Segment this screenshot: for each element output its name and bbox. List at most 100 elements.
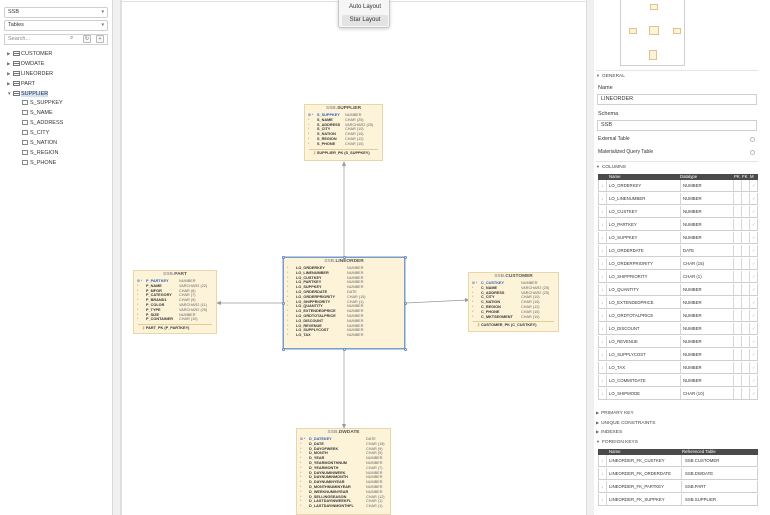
drag-handle-icon[interactable]: ↓: [601, 339, 604, 344]
column-name-cell[interactable]: LO_ORDERDATE: [609, 248, 644, 253]
left-splitter[interactable]: [113, 0, 121, 515]
column-name-cell[interactable]: LO_REVENUE: [609, 339, 638, 344]
tree-item-supplier[interactable]: ▼SUPPLIER: [7, 89, 49, 99]
column-name-cell[interactable]: LO_SHIPMODE: [609, 391, 641, 396]
drag-handle-icon[interactable]: ↓: [601, 391, 604, 396]
column-name-cell[interactable]: LO_ORDTOTALPRICE: [609, 313, 654, 318]
check-icon[interactable]: ✓: [752, 391, 756, 396]
drag-handle-icon[interactable]: ↓: [601, 352, 604, 357]
drag-handle-icon[interactable]: ↓: [601, 458, 604, 463]
chevron-down-icon[interactable]: ▼: [7, 91, 12, 96]
column-name-cell[interactable]: LO_SUPPKEY: [609, 235, 638, 240]
check-icon[interactable]: ✓: [752, 209, 756, 214]
tree-column-s_nation[interactable]: S_NATION: [22, 139, 57, 148]
check-icon[interactable]: ✓: [752, 300, 756, 305]
drag-handle-icon[interactable]: ↓: [601, 365, 604, 370]
section-general[interactable]: ▼GENERAL: [596, 73, 625, 80]
column-datatype-cell[interactable]: CHAR (1): [683, 274, 702, 279]
fk-ref-cell[interactable]: SSB.DWDATE: [685, 471, 714, 476]
name-field[interactable]: LINEORDER: [597, 94, 757, 105]
tree-column-s_city[interactable]: S_CITY: [22, 129, 49, 138]
check-icon[interactable]: ✓: [752, 339, 756, 344]
menu-item-star-layout[interactable]: Star Layout: [342, 15, 388, 26]
column-name-cell[interactable]: LO_PARTKEY: [609, 222, 637, 227]
tree-column-s_address[interactable]: S_ADDRESS: [22, 119, 63, 128]
chevron-right-icon[interactable]: ▶: [7, 51, 11, 56]
check-icon[interactable]: ✓: [752, 352, 756, 357]
tree-column-s_phone[interactable]: S_PHONE: [22, 159, 56, 168]
entity-pk-constraint[interactable]: ⚷ PART_PK (P_PARTKEY): [142, 326, 189, 331]
resize-handle[interactable]: [282, 256, 285, 259]
drag-handle-icon[interactable]: ↓: [601, 313, 604, 318]
entity-pk-constraint[interactable]: ⚷ SUPPLIER_PK (S_SUPPKEY): [313, 151, 370, 156]
column-name-cell[interactable]: LO_COMMITDATE: [609, 378, 646, 383]
diagram-overview-thumbnail[interactable]: [620, 0, 685, 66]
check-icon[interactable]: ✓: [752, 261, 756, 266]
check-icon[interactable]: ✓: [752, 365, 756, 370]
column-datatype-cell[interactable]: NUMBER: [683, 300, 702, 305]
section-indexes[interactable]: ▶INDEXES: [596, 429, 622, 436]
check-icon[interactable]: ✓: [752, 313, 756, 318]
schema-dropdown[interactable]: SSB ▾: [4, 7, 108, 18]
drag-handle-icon[interactable]: ↓: [601, 183, 604, 188]
check-icon[interactable]: ✓: [752, 196, 756, 201]
column-datatype-cell[interactable]: NUMBER: [683, 235, 702, 240]
resize-handle[interactable]: [343, 348, 346, 351]
object-type-dropdown[interactable]: Tables ▾: [4, 20, 108, 31]
tree-item-customer[interactable]: ▶CUSTOMER: [7, 49, 52, 59]
tree-column-s_name[interactable]: S_NAME: [22, 109, 53, 118]
column-datatype-cell[interactable]: NUMBER: [683, 287, 702, 292]
check-icon[interactable]: ✓: [752, 287, 756, 292]
column-datatype-cell[interactable]: NUMBER: [683, 365, 702, 370]
menu-item-auto-layout[interactable]: Auto Layout: [348, 4, 382, 10]
search-input[interactable]: Search...: [4, 34, 108, 45]
check-icon[interactable]: ✓: [752, 274, 756, 279]
column-datatype-cell[interactable]: NUMBER: [683, 352, 702, 357]
column-name-cell[interactable]: LO_DISCOUNT: [609, 326, 640, 331]
column-name-cell[interactable]: LO_QUANTITY: [609, 287, 639, 292]
column-name-cell[interactable]: LO_ORDERKEY: [609, 183, 642, 188]
section-primary-key[interactable]: ▶PRIMARY KEY: [596, 410, 634, 417]
mqt-checkbox[interactable]: [750, 150, 755, 155]
check-icon[interactable]: ✓: [752, 378, 756, 383]
drag-handle-icon[interactable]: ↓: [601, 209, 604, 214]
chevron-right-icon[interactable]: ▶: [7, 81, 11, 86]
